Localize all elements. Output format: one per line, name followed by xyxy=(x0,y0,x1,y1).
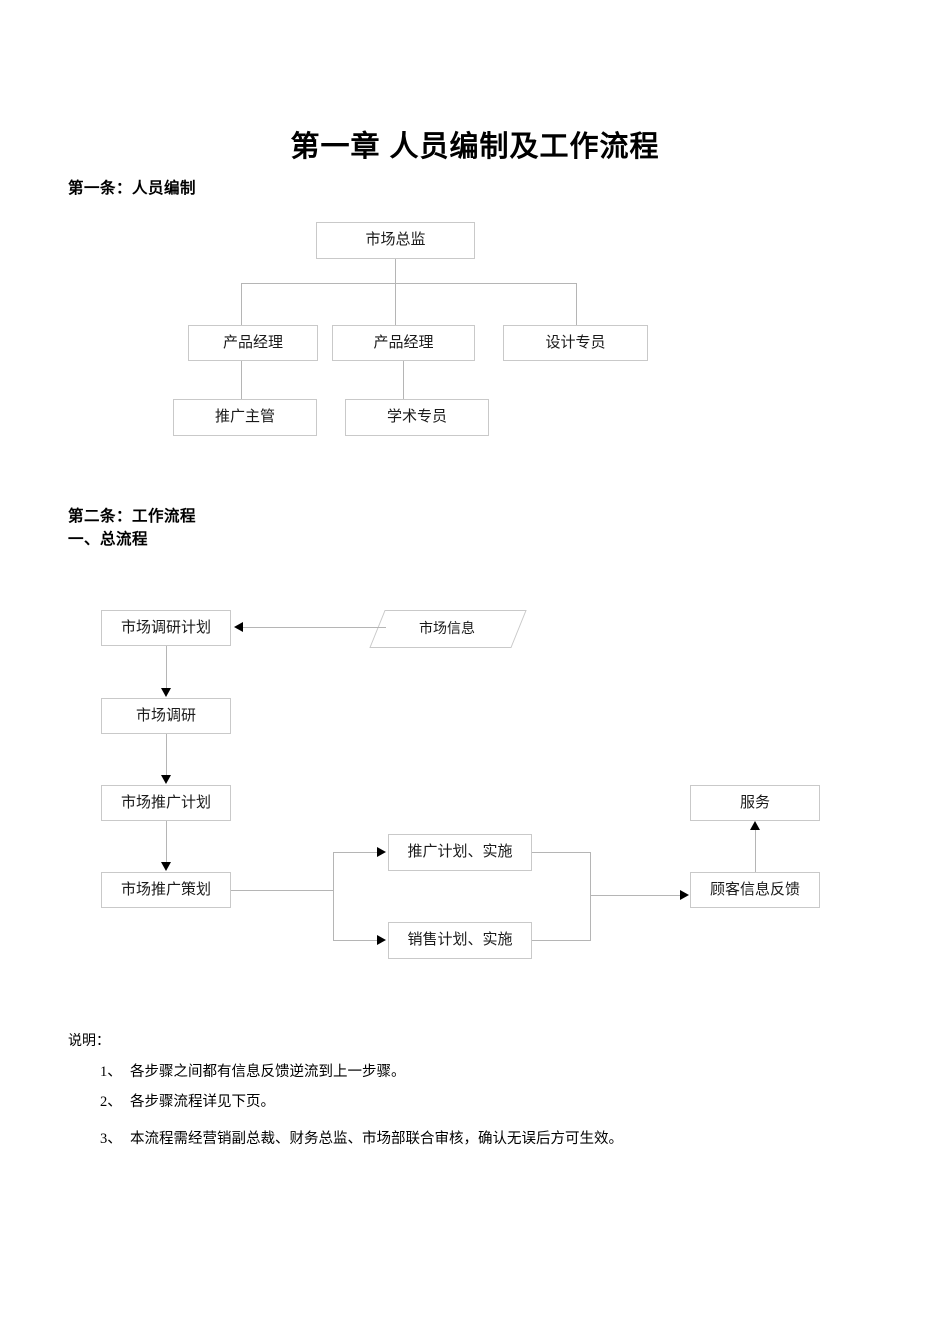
org-connector-to-promo-supervisor xyxy=(241,361,242,399)
flow-arrowhead-merge-to-feedback xyxy=(680,890,689,900)
flow-arrowhead-feedback-to-service xyxy=(750,821,760,830)
note-text-2: 各步骤流程详见下页。 xyxy=(130,1094,275,1110)
flow-connector-merge-to-feedback xyxy=(590,895,682,896)
flow-arrowhead-research-to-promotion-plan xyxy=(161,775,171,784)
org-connector-to-academic-staff xyxy=(403,361,404,399)
org-connector-to-product-mgr-2 xyxy=(395,283,396,325)
flow-connector-promo-exec-out xyxy=(532,852,590,853)
org-connector-director-down xyxy=(395,259,396,283)
flow-connector-info-to-plan xyxy=(243,627,386,628)
org-connector-to-design-staff xyxy=(576,283,577,325)
flow-node-promo-exec[interactable]: 推广计划、实施 xyxy=(388,834,532,871)
section-heading-1: 第一条：人员编制 xyxy=(68,180,197,197)
note-text-3: 本流程需经营销副总裁、财务总监、市场部联合审核，确认无误后方可生效。 xyxy=(130,1131,623,1147)
org-node-product-mgr-1[interactable]: 产品经理 xyxy=(188,325,318,361)
org-node-design-staff[interactable]: 设计专员 xyxy=(503,325,648,361)
flow-node-market-info-label: 市场信息 xyxy=(419,622,475,637)
flow-node-customer-feedback[interactable]: 顾客信息反馈 xyxy=(690,872,820,908)
org-connector-bus xyxy=(241,283,576,284)
flow-connector-merge-vertical xyxy=(590,852,591,941)
flow-connector-feedback-to-service xyxy=(755,830,756,872)
note-number-3: 3、 xyxy=(100,1131,122,1147)
flow-connector-plan-to-planning xyxy=(166,821,167,864)
flow-node-sales-exec[interactable]: 销售计划、实施 xyxy=(388,922,532,959)
flow-arrowhead-info-to-plan xyxy=(234,622,243,632)
flow-arrowhead-to-promo-exec xyxy=(377,847,386,857)
flow-arrowhead-to-sales-exec xyxy=(377,935,386,945)
note-item-2: 2、各步骤流程详见下页。 xyxy=(100,1090,275,1111)
flow-arrowhead-plan-to-planning xyxy=(161,862,171,871)
flow-node-promotion-plan[interactable]: 市场推广计划 xyxy=(101,785,231,821)
flow-node-market-research[interactable]: 市场调研 xyxy=(101,698,231,734)
flow-connector-split-to-sales-exec xyxy=(333,940,379,941)
note-text-1: 各步骤之间都有信息反馈逆流到上一步骤。 xyxy=(130,1064,406,1080)
notes-label: 说明： xyxy=(68,1034,110,1049)
org-node-academic-staff[interactable]: 学术专员 xyxy=(345,399,489,436)
flow-node-service[interactable]: 服务 xyxy=(690,785,820,821)
org-node-director[interactable]: 市场总监 xyxy=(316,222,475,259)
flow-node-market-info[interactable]: 市场信息 xyxy=(369,610,527,648)
note-number-2: 2、 xyxy=(100,1094,122,1110)
note-number-1: 1、 xyxy=(100,1064,122,1080)
flow-node-market-research-plan[interactable]: 市场调研计划 xyxy=(101,610,231,646)
flow-connector-research-to-promotion-plan xyxy=(166,734,167,777)
flow-node-promotion-planning[interactable]: 市场推广策划 xyxy=(101,872,231,908)
note-item-3: 3、本流程需经营销副总裁、财务总监、市场部联合审核，确认无误后方可生效。 xyxy=(100,1127,623,1148)
flow-connector-sales-exec-out xyxy=(532,940,590,941)
section-subheading-1: 一、总流程 xyxy=(68,531,149,548)
flow-connector-split-vertical xyxy=(333,852,334,941)
org-connector-to-product-mgr-1 xyxy=(241,283,242,325)
flow-connector-planning-out xyxy=(231,890,333,891)
flow-arrowhead-plan-to-research xyxy=(161,688,171,697)
org-node-promo-supervisor[interactable]: 推广主管 xyxy=(173,399,317,436)
section-heading-2: 第二条：工作流程 xyxy=(68,508,197,525)
note-item-1: 1、各步骤之间都有信息反馈逆流到上一步骤。 xyxy=(100,1060,406,1081)
flow-connector-split-to-promo-exec xyxy=(333,852,379,853)
flow-connector-plan-to-research xyxy=(166,646,167,690)
org-node-product-mgr-2[interactable]: 产品经理 xyxy=(332,325,475,361)
page-title: 第一章 人员编制及工作流程 xyxy=(290,131,660,163)
